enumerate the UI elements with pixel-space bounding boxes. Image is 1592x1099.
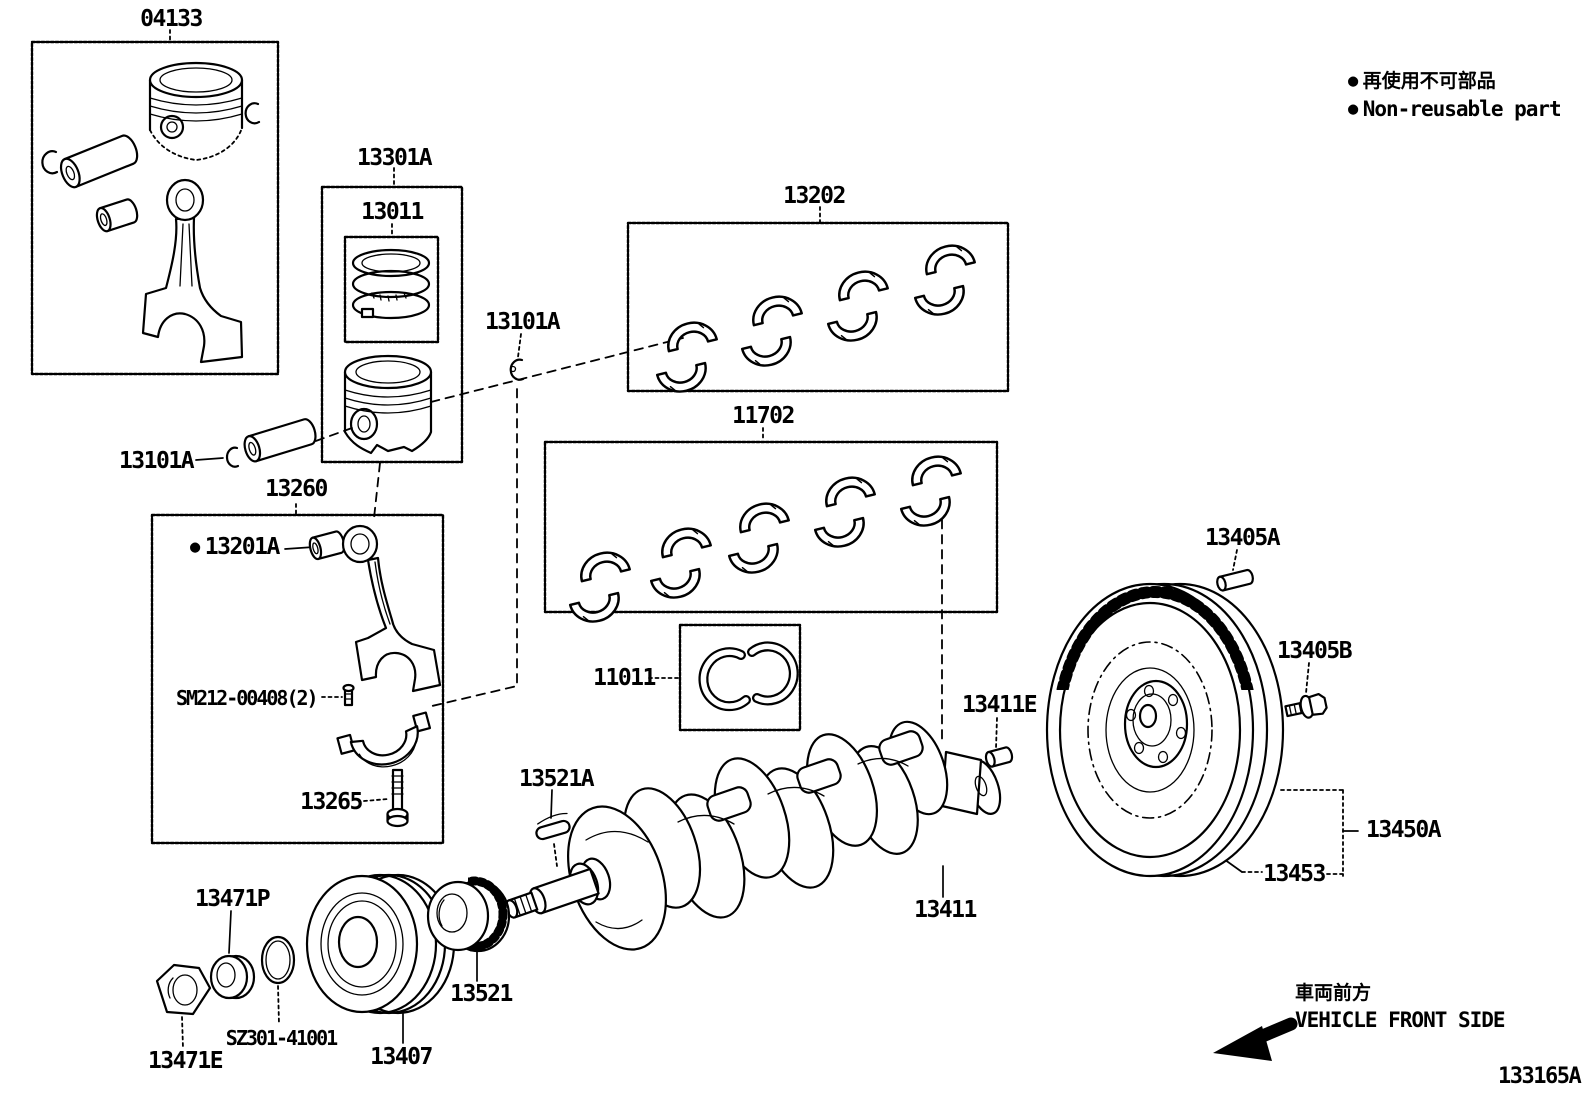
part-label-04133[interactable]: 04133 bbox=[140, 6, 203, 32]
part-label-13450a[interactable]: 13450A bbox=[1366, 817, 1442, 843]
legend-text-jp: 再使用不可部品 bbox=[1362, 70, 1496, 92]
legend-text-en: Non-reusable part bbox=[1362, 97, 1562, 121]
part-label-13011[interactable]: 13011 bbox=[361, 199, 424, 225]
group-box-13301a bbox=[320, 185, 464, 464]
cap-bolt-13265 bbox=[386, 768, 409, 828]
part-label-13101a-left[interactable]: 13101A bbox=[118, 448, 195, 474]
cap-bolt bbox=[342, 683, 355, 707]
part-label-13405b[interactable]: 13405B bbox=[1276, 638, 1353, 664]
part-label-13471e[interactable]: 13471E bbox=[147, 1048, 224, 1074]
part-label-11702[interactable]: 11702 bbox=[732, 403, 795, 429]
pulley-washer bbox=[209, 954, 256, 1000]
part-label-13101a-upper[interactable]: 13101A bbox=[484, 309, 561, 335]
crankshaft-pulley bbox=[305, 873, 456, 1015]
bearing-cap bbox=[336, 711, 432, 768]
piston-pin bbox=[59, 134, 139, 189]
main-bearing-set-11702 bbox=[570, 452, 961, 627]
flywheel-bolt bbox=[1284, 692, 1328, 719]
snap-ring-icon bbox=[41, 150, 59, 175]
dowel-pin bbox=[1216, 568, 1254, 592]
part-label-13521a[interactable]: 13521A bbox=[518, 766, 595, 792]
piston-pin bbox=[243, 418, 317, 463]
piston-with-rings-13301a bbox=[343, 248, 433, 455]
pulley-nut bbox=[155, 963, 212, 1016]
piston bbox=[343, 354, 433, 455]
part-label-sz301-41001[interactable]: SZ301-41001 bbox=[225, 1026, 338, 1050]
part-label-13453[interactable]: 13453 bbox=[1263, 861, 1326, 887]
crank-pulley-group bbox=[155, 873, 511, 1016]
conrod-subassy-13260 bbox=[308, 524, 442, 828]
snap-ring-icon bbox=[509, 358, 525, 381]
part-label-13201a-row: ● 13201A bbox=[190, 534, 281, 560]
part-label-13405a[interactable]: 13405A bbox=[1204, 525, 1281, 551]
part-label-13411e[interactable]: 13411E bbox=[961, 692, 1038, 718]
part-label-sm212-00408[interactable]: SM212-00408(2) bbox=[176, 686, 319, 710]
part-label-13201a[interactable]: 13201A bbox=[204, 534, 281, 560]
part-label-13301a[interactable]: 13301A bbox=[356, 145, 433, 171]
crank-pin-13411e bbox=[984, 746, 1014, 768]
part-label-13471p[interactable]: 13471P bbox=[194, 886, 271, 912]
part-label-11011[interactable]: 11011 bbox=[593, 665, 656, 691]
connecting-rod bbox=[141, 178, 244, 364]
part-label-13411[interactable]: 13411 bbox=[914, 897, 977, 923]
group-box-13202 bbox=[626, 221, 1010, 393]
group-box-11011 bbox=[678, 623, 802, 732]
crankshaft bbox=[504, 720, 1002, 951]
o-ring bbox=[260, 935, 296, 985]
part-label-13202[interactable]: 13202 bbox=[783, 183, 846, 209]
connecting-rod bbox=[341, 524, 442, 693]
legend-non-reusable-jp: ● 再使用不可部品 bbox=[1348, 72, 1496, 91]
rod-bushing bbox=[308, 530, 346, 561]
vehicle-front-en: VEHICLE FRONT SIDE bbox=[1295, 1008, 1506, 1032]
rod-bushing bbox=[95, 198, 139, 233]
part-label-13265[interactable]: 13265 bbox=[300, 789, 363, 815]
part-label-13407[interactable]: 13407 bbox=[370, 1044, 433, 1070]
legend-non-reusable-en: ● Non-reusable part bbox=[1348, 97, 1562, 121]
piston-kit-04133 bbox=[41, 61, 261, 364]
part-label-13260[interactable]: 13260 bbox=[265, 476, 328, 502]
flywheel-hub bbox=[1123, 679, 1189, 769]
pin-boss-hole bbox=[159, 114, 185, 140]
non-reusable-bullet-icon: ● bbox=[1348, 71, 1358, 91]
crankshaft-timing-gear bbox=[426, 876, 511, 953]
group-box-13260 bbox=[150, 513, 445, 845]
snap-ring-icon bbox=[225, 446, 240, 468]
group-box-11702 bbox=[543, 440, 999, 614]
non-reusable-bullet-icon: ● bbox=[190, 537, 200, 557]
part-label-13521[interactable]: 13521 bbox=[450, 981, 513, 1007]
piston-ring-set bbox=[351, 248, 431, 320]
conrod-bearing-set-13202 bbox=[657, 241, 975, 397]
woodruff-key bbox=[535, 812, 571, 841]
flywheel bbox=[1045, 582, 1285, 878]
non-reusable-bullet-icon: ● bbox=[1348, 99, 1358, 119]
group-box-13011 bbox=[343, 235, 440, 344]
vehicle-front-arrow-icon bbox=[1213, 1017, 1298, 1061]
diagram-number: 133165A bbox=[1498, 1064, 1582, 1089]
snap-ring-icon bbox=[244, 102, 261, 125]
ring-gear-teeth bbox=[1056, 586, 1254, 690]
thrust-washer-set bbox=[698, 641, 799, 712]
group-box-04133 bbox=[30, 40, 280, 376]
vehicle-front-jp: 車両前方 bbox=[1295, 982, 1372, 1004]
